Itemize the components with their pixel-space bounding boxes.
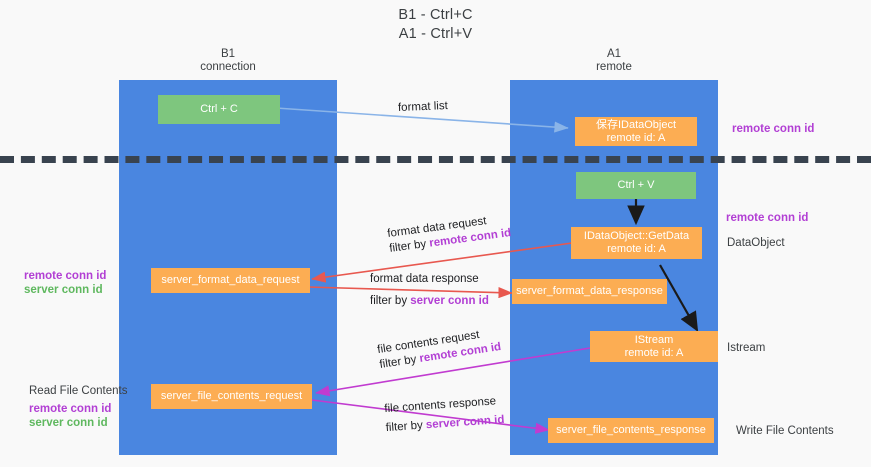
node-istream-line2: remote id: A bbox=[624, 346, 684, 359]
lane-header-b1-line1: B1 bbox=[220, 48, 236, 60]
edge-label-fcresp-filter-prefix: filter by bbox=[385, 419, 427, 435]
node-idataobject-getdata[interactable]: IDataObject::GetData remote id: A bbox=[571, 227, 702, 259]
node-server-format-data-request[interactable]: server_format_data_request bbox=[151, 268, 310, 293]
lane-header-b1: B1 connection bbox=[119, 48, 337, 74]
edge-label-fdresp-text: format data response bbox=[370, 273, 479, 285]
annotation-left-mid-conn-ids: remote conn id server conn id bbox=[24, 269, 106, 297]
annotation-right-remote-conn-id-mid: remote conn id bbox=[726, 212, 809, 224]
annotation-left-low-conn-ids: remote conn id server conn id bbox=[29, 402, 111, 430]
node-ctrl-c-label: Ctrl + C bbox=[200, 103, 238, 115]
annotation-left-mid-remote: remote conn id bbox=[24, 270, 107, 282]
edge-label-fdresp-filter-key: server conn id bbox=[410, 295, 489, 307]
annotation-left-mid-server: server conn id bbox=[24, 284, 103, 296]
lane-header-a1: A1 remote bbox=[510, 48, 718, 74]
annotation-right-istream: Istream bbox=[727, 342, 766, 354]
node-save-idataobject[interactable]: 保存IDataObject remote id: A bbox=[575, 117, 697, 146]
edge-label-fcresp-filter: filter by server conn id bbox=[385, 413, 505, 436]
title-line-2: A1 - Ctrl+V bbox=[398, 26, 473, 42]
node-fmt-resp-label: server_format_data_response bbox=[516, 285, 663, 297]
node-getdata-line1: IDataObject::GetData bbox=[583, 230, 690, 242]
edge-label-format-list-text: format list bbox=[397, 100, 449, 114]
node-save-idataobject-line1: 保存IDataObject bbox=[595, 118, 677, 131]
node-ctrl-c[interactable]: Ctrl + C bbox=[158, 95, 280, 124]
node-server-file-contents-response[interactable]: server_file_contents_response bbox=[548, 418, 714, 443]
node-save-idataobject-line2: remote id: A bbox=[606, 131, 666, 144]
node-server-format-data-response[interactable]: server_format_data_response bbox=[512, 279, 667, 304]
node-file-resp-label: server_file_contents_response bbox=[556, 424, 706, 436]
node-istream-line1: IStream bbox=[634, 333, 674, 346]
edge-label-fdresp-filter-prefix: filter by bbox=[370, 295, 411, 307]
phase-divider bbox=[0, 156, 871, 163]
edge-label-file-contents-response: file contents response filter by server … bbox=[384, 394, 505, 436]
annotation-right-write-file-contents: Write File Contents bbox=[736, 425, 834, 437]
lane-header-a1-line2: remote bbox=[596, 61, 632, 73]
annotation-left-read-file-contents: Read File Contents bbox=[29, 385, 128, 397]
node-fmt-req-label: server_format_data_request bbox=[161, 274, 300, 286]
annotation-right-dataobject: DataObject bbox=[727, 237, 785, 249]
edge-label-fcresp-filter-key: server conn id bbox=[425, 413, 505, 432]
node-file-req-label: server_file_contents_request bbox=[160, 390, 303, 402]
diagram-title: B1 - Ctrl+C A1 - Ctrl+V bbox=[0, 6, 871, 44]
annotation-left-low-server: server conn id bbox=[29, 417, 108, 429]
annotation-left-low-remote: remote conn id bbox=[29, 403, 112, 415]
node-istream[interactable]: IStream remote id: A bbox=[590, 331, 718, 362]
node-server-file-contents-request[interactable]: server_file_contents_request bbox=[151, 384, 312, 409]
edge-label-format-data-request: format data request filter by remote con… bbox=[387, 211, 513, 257]
edge-label-fdr-filter-prefix: filter by bbox=[388, 237, 431, 255]
edge-label-file-contents-request: file contents request filter by remote c… bbox=[376, 325, 502, 373]
node-getdata-line2: remote id: A bbox=[607, 243, 666, 255]
lane-header-a1-line1: A1 bbox=[606, 48, 622, 60]
title-line-1: B1 - Ctrl+C bbox=[398, 7, 473, 23]
lane-header-b1-line2: connection bbox=[200, 61, 256, 73]
node-ctrl-v-label: Ctrl + V bbox=[617, 179, 655, 191]
annotation-right-remote-conn-id-top: remote conn id bbox=[732, 123, 815, 135]
edge-label-format-data-response: format data response filter by server co… bbox=[370, 272, 489, 309]
edge-label-format-list: format list bbox=[398, 99, 448, 116]
edge-label-fdresp-filter: filter by server conn id bbox=[370, 294, 489, 309]
node-ctrl-v[interactable]: Ctrl + V bbox=[576, 172, 696, 199]
